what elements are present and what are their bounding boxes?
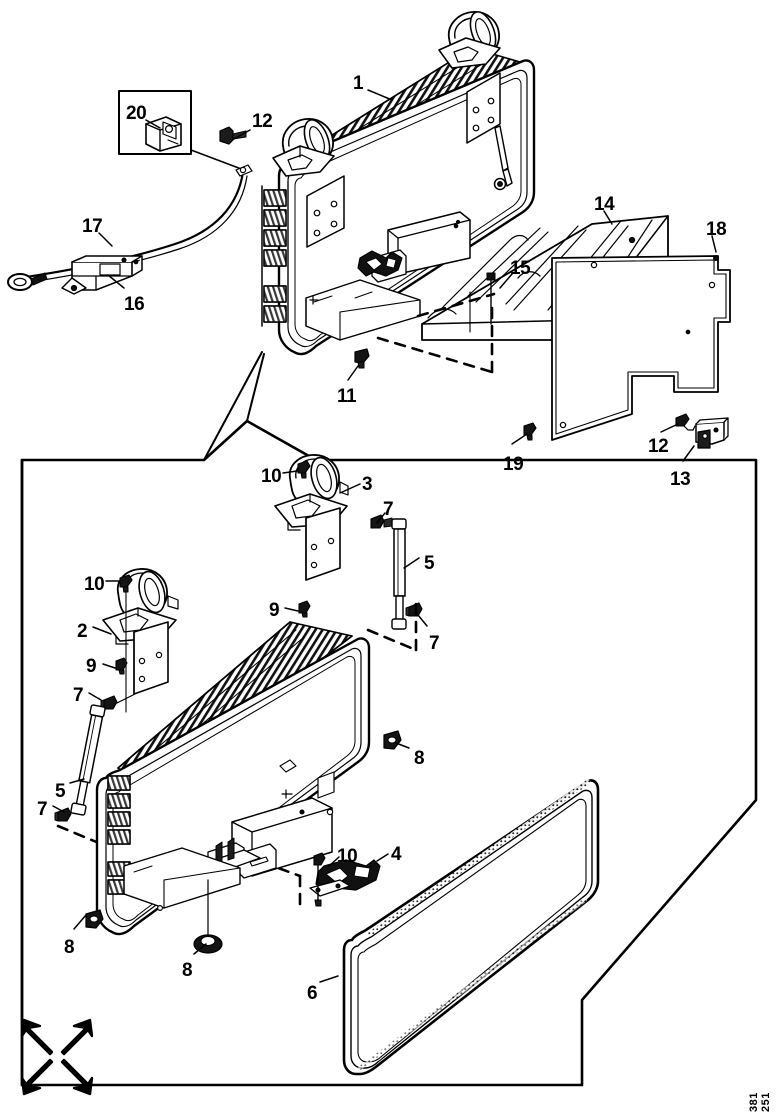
leader-line-20 xyxy=(145,119,161,129)
part-15-pin xyxy=(486,272,496,325)
leader-line-8 xyxy=(193,943,207,955)
leader-line-14 xyxy=(603,210,613,225)
leader-line-7 xyxy=(417,614,428,627)
part-8-grommet-a xyxy=(85,909,104,929)
leader-line-9 xyxy=(102,663,116,669)
callout-number-11: 11 xyxy=(337,386,357,407)
detail-panel-border xyxy=(20,419,758,1087)
callout-number-16: 16 xyxy=(124,294,145,315)
detail-box-20 xyxy=(118,90,245,171)
leader-line-18 xyxy=(711,235,717,253)
part-19-screw xyxy=(523,422,537,441)
leader-line-10 xyxy=(328,856,340,867)
part-7-ball-stud-b xyxy=(405,602,423,617)
leader-line-15 xyxy=(499,273,513,289)
leader-line-6 xyxy=(319,975,339,983)
part-9-nut-left xyxy=(115,657,128,675)
callout-number-9: 9 xyxy=(269,600,280,621)
part-7-ball-stud-c xyxy=(100,693,136,710)
leader-line-4 xyxy=(376,853,389,862)
leader-line-16 xyxy=(107,274,125,289)
callout-number-8: 8 xyxy=(414,748,425,769)
part-7-ball-stud-d xyxy=(54,807,72,822)
callout-number-1: 1 xyxy=(353,73,364,94)
callout-number-5: 5 xyxy=(424,553,435,574)
callout-number-7: 7 xyxy=(383,499,394,520)
callout-number-2: 2 xyxy=(77,621,88,642)
leader-line-3 xyxy=(339,483,361,494)
callout-number-9: 9 xyxy=(86,656,97,677)
leader-line-2 xyxy=(92,626,112,635)
part-8-grommet-c xyxy=(383,730,402,750)
leader-line-5 xyxy=(403,557,420,569)
callout-number-8: 8 xyxy=(64,937,75,958)
leader-line-1 xyxy=(367,89,393,101)
callout-number-19: 19 xyxy=(503,454,524,475)
frame-vent-louvers xyxy=(261,181,289,327)
leader-line-12 xyxy=(660,423,679,433)
callout-number-3: 3 xyxy=(362,474,373,495)
leader-line-9 xyxy=(284,607,299,612)
four-way-expand-arrows-icon xyxy=(20,1018,94,1096)
part-4-latch-striker xyxy=(309,852,381,907)
drawing-reference-number: 381 251 xyxy=(748,1092,772,1112)
part-11-plug xyxy=(354,348,370,369)
callout-number-7: 7 xyxy=(73,685,84,706)
part-12-bolt-upper xyxy=(219,126,247,145)
part-17-harness-cable xyxy=(7,164,253,291)
callout-number-10: 10 xyxy=(337,846,358,867)
part-1-door-frame-detail xyxy=(95,621,371,936)
leader-line-17 xyxy=(98,232,113,247)
callout-number-10: 10 xyxy=(261,466,282,487)
callout-number-10: 10 xyxy=(84,574,105,595)
frame-latch-clamp-left xyxy=(272,118,335,177)
callout-number-6: 6 xyxy=(307,983,318,1004)
leader-line-8 xyxy=(395,742,410,749)
part-13-bracket xyxy=(675,413,729,449)
leader-line-5 xyxy=(69,778,85,784)
frame-latch-clamp-right xyxy=(438,11,501,69)
part-16-cable-bracket xyxy=(61,255,143,295)
part-2-hinge-clamp-lower xyxy=(102,568,179,695)
leader-line-8 xyxy=(73,914,87,930)
leader-line-12 xyxy=(231,129,251,141)
part-10-screw-upper xyxy=(297,460,311,479)
part-1-main-door-frame xyxy=(261,11,536,356)
callout-number-7: 7 xyxy=(429,633,440,654)
drawing-reference-wrap: 381 251 xyxy=(744,1018,774,1112)
callout-number-15: 15 xyxy=(510,258,531,279)
callout-number-12: 12 xyxy=(648,436,669,457)
callout-leader-lines xyxy=(52,89,717,983)
part-6-weather-seal xyxy=(342,779,600,1076)
callout-number-18: 18 xyxy=(706,219,727,240)
part-10-screw-lower xyxy=(119,574,133,713)
leader-line-7 xyxy=(88,692,102,701)
blowup-leader-lines xyxy=(203,351,265,461)
part-3-hinge-clamp-upper xyxy=(274,454,349,581)
callout-number-13: 13 xyxy=(670,469,691,490)
leader-line-11 xyxy=(347,365,359,381)
part-5-gas-strut-left xyxy=(70,704,106,816)
leader-line-19 xyxy=(511,433,528,445)
part-5-gas-strut-right xyxy=(391,518,407,630)
callout-number-4: 4 xyxy=(391,844,402,865)
part-18-side-panel xyxy=(551,255,731,441)
alignment-dashed-lines xyxy=(376,292,496,374)
part-9-nut-right xyxy=(298,600,311,618)
leader-line-7 xyxy=(52,805,65,813)
leader-line-7 xyxy=(376,512,386,524)
callout-number-5: 5 xyxy=(55,781,66,802)
leader-line-10 xyxy=(282,470,298,474)
callout-number-20: 20 xyxy=(126,103,147,124)
leader-line-13 xyxy=(682,445,695,462)
callout-number-17: 17 xyxy=(82,216,103,237)
callout-number-8: 8 xyxy=(182,960,193,981)
callout-number-7: 7 xyxy=(37,799,48,820)
callout-number-12: 12 xyxy=(252,111,273,132)
callout-number-14: 14 xyxy=(594,194,615,215)
